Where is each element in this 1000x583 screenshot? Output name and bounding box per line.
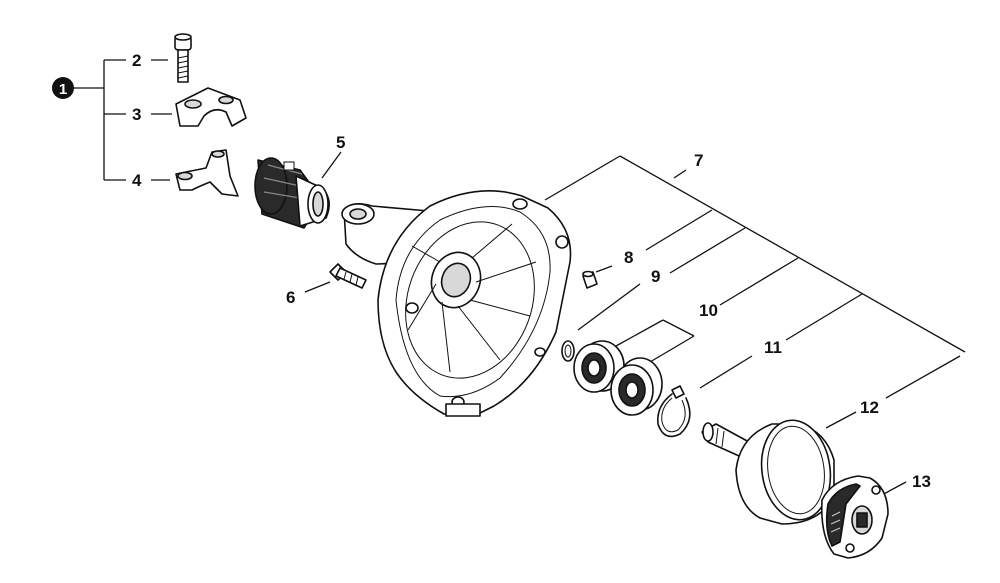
leader-lines [151,59,966,497]
label-part-3: 3 [132,105,141,124]
label-part-10: 10 [699,301,718,320]
label-part-4: 4 [132,171,142,190]
label-part-7: 7 [694,151,703,170]
label-part-6: 6 [286,288,295,307]
part-3-clamp-upper [175,87,247,127]
part-9-ring [561,340,575,362]
label-part-8: 8 [624,248,633,267]
label-part-11: 11 [764,338,782,357]
part-11-snap-ring [656,385,691,438]
part-2-bolt [174,33,192,83]
part-5-boot [254,157,330,229]
callout-1: 1 [52,59,126,181]
part-4-clamp-lower [175,149,239,197]
label-part-9: 9 [651,267,660,286]
label-part-2: 2 [132,51,141,70]
part-8-pin [582,270,598,289]
part-13-clutch-shoes [820,475,889,559]
label-part-13: 13 [912,472,931,491]
part-10-bearing-b [610,357,663,416]
callout-1-number: 1 [59,81,67,98]
part-6-screw [329,263,367,289]
part-7-housing [341,190,572,417]
label-part-5: 5 [336,133,345,152]
part-12-clutch-drum [701,419,835,525]
callout-1-badge [52,77,74,99]
label-part-12: 12 [860,398,879,417]
